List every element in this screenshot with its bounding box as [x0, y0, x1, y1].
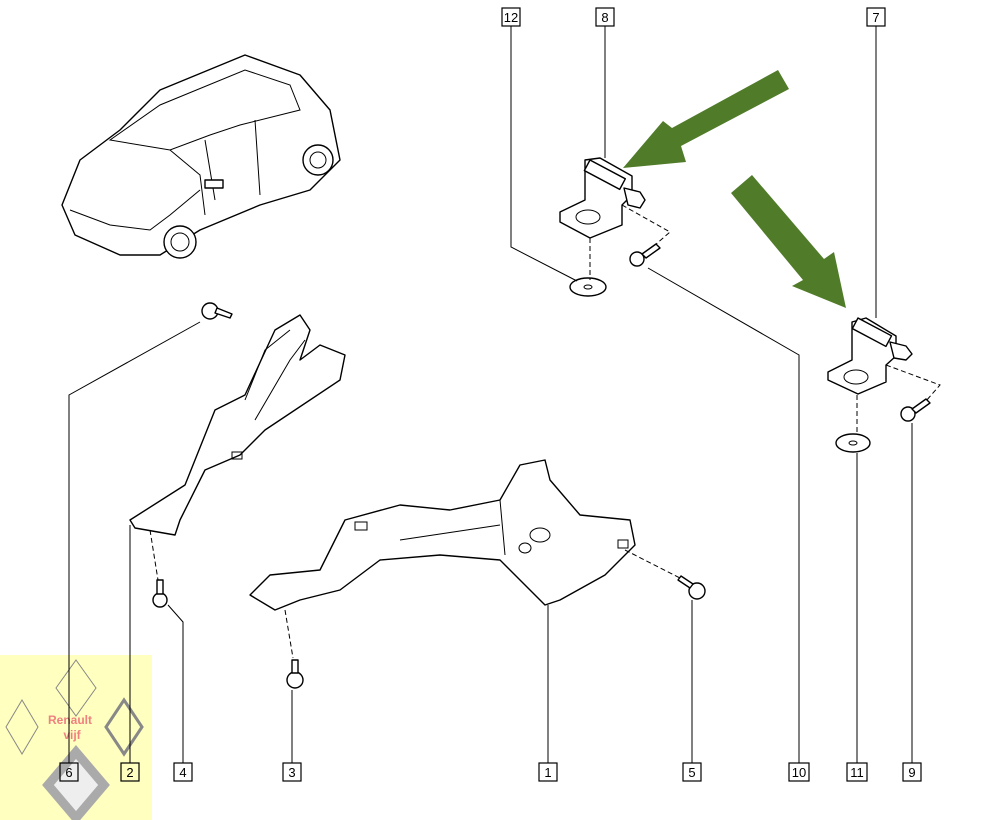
- callout-number: 4: [179, 765, 186, 780]
- callout-box: [595, 7, 615, 27]
- callout-box: [682, 762, 702, 782]
- callout-number: 2: [126, 765, 133, 780]
- callout-number: 12: [504, 10, 518, 25]
- callout-number: 11: [850, 765, 864, 780]
- callout-box: [902, 762, 922, 782]
- car-illustration: [61, 54, 341, 259]
- hinge-strut-left: [129, 302, 346, 608]
- callout-number: 8: [601, 10, 608, 25]
- callout-box: [59, 762, 79, 782]
- highlight-arrows: [623, 70, 846, 308]
- leader-lines: [68, 26, 913, 763]
- callout-number: 9: [908, 765, 915, 780]
- watermark-text: vijf: [63, 728, 81, 742]
- callout-number: 10: [792, 765, 806, 780]
- hinge-part-8: [559, 157, 661, 297]
- callout-box: [846, 762, 868, 782]
- callout-box: [501, 7, 521, 27]
- callout-box: [173, 762, 193, 782]
- hinge-part-7: [827, 317, 931, 453]
- callout-number: 1: [544, 765, 551, 780]
- watermark: Renault vijf: [0, 655, 152, 820]
- callout-box: [866, 7, 886, 27]
- callout-number: 6: [65, 765, 72, 780]
- callout-box: [120, 762, 140, 782]
- watermark-text: Renault: [48, 713, 92, 727]
- callout-box: [788, 762, 810, 782]
- hinge-bracket-part-1: [249, 459, 706, 689]
- callout-box: [538, 762, 558, 782]
- arrow-icon: [623, 70, 789, 168]
- arrow-icon: [731, 175, 846, 308]
- assembly-lines: [149, 204, 941, 659]
- callout-top: 12 8 7: [501, 7, 886, 27]
- callout-box: [282, 762, 302, 782]
- callout-number: 7: [872, 10, 879, 25]
- callout-bottom: 6 2 4 3 1 5 10 11 9: [59, 762, 922, 782]
- callout-number: 3: [288, 765, 295, 780]
- renault-logo-icon: [5, 659, 144, 820]
- callout-number: 5: [688, 765, 695, 780]
